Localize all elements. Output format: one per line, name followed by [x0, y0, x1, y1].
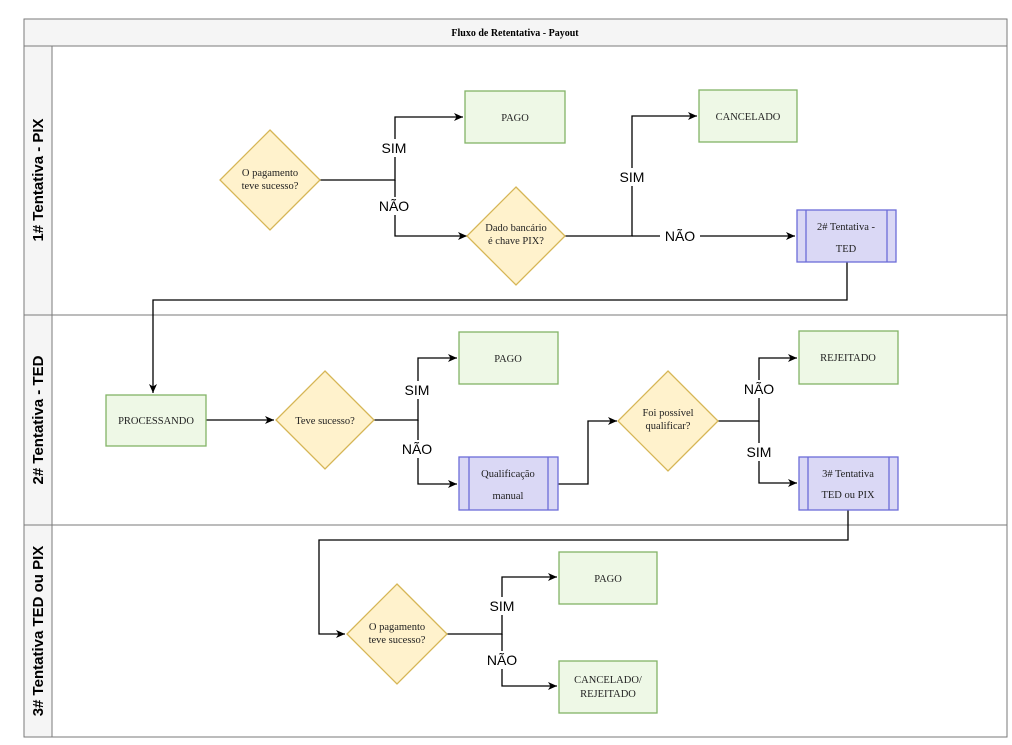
- edge-l1-to-processando: [149, 262, 848, 393]
- edge-label-l1-sim: SIM: [382, 140, 407, 156]
- lane-1-header: [23, 45, 53, 316]
- lane-3-title: 3# Tentativa TED ou PIX: [30, 546, 47, 717]
- l2-third-attempt-process[interactable]: 3# Tentativa TED ou PIX: [798, 456, 899, 511]
- svg-text:Teve sucesso?: Teve sucesso?: [295, 416, 355, 427]
- lane-3-area: [51, 524, 1008, 738]
- l1-ted-process[interactable]: 2# Tentativa - TED: [796, 209, 897, 263]
- l3-pago-box[interactable]: PAGO: [558, 551, 658, 605]
- lane-1-area: [51, 45, 1008, 316]
- lane-1-title: 1# Tentativa - PIX: [30, 118, 47, 241]
- l2-qualificacao-process[interactable]: Qualificação manual: [458, 456, 559, 511]
- svg-text:manual: manual: [493, 491, 524, 502]
- svg-text:REJEITADO: REJEITADO: [580, 689, 636, 700]
- edge-label-l3-nao: NÃO: [487, 652, 517, 668]
- l1-cancelado-box[interactable]: CANCELADO: [698, 89, 798, 143]
- pool-title-bar: [23, 18, 1008, 47]
- edge-label-l1-pix-nao: NÃO: [665, 228, 695, 244]
- svg-text:TED: TED: [836, 244, 857, 255]
- svg-text:Foi possível: Foi possível: [642, 408, 693, 419]
- svg-text:é chave PIX?: é chave PIX?: [488, 236, 544, 247]
- edge-label-l2-sim: SIM: [405, 382, 430, 398]
- l2-processando-box[interactable]: PROCESSANDO: [105, 394, 207, 447]
- edge-l2-q-sim: [758, 421, 797, 487]
- edge-label-l1-pix-sim: SIM: [620, 169, 645, 185]
- svg-text:REJEITADO: REJEITADO: [820, 353, 876, 364]
- svg-text:Dado bancário: Dado bancário: [485, 223, 547, 234]
- edge-l2-to-lane3: [318, 510, 849, 638]
- l2-decision-success[interactable]: Teve sucesso?: [275, 370, 375, 470]
- svg-text:CANCELADO/: CANCELADO/: [574, 675, 642, 686]
- edge-qualificacao-to-decision: [558, 417, 617, 485]
- svg-text:teve sucesso?: teve sucesso?: [369, 635, 426, 646]
- svg-text:O pagamento: O pagamento: [242, 168, 298, 179]
- edge-label-l2-nao: NÃO: [402, 441, 432, 457]
- svg-text:teve sucesso?: teve sucesso?: [242, 181, 299, 192]
- l1-decision-success[interactable]: O pagamento teve sucesso?: [219, 129, 321, 231]
- l1-pago-box[interactable]: PAGO: [464, 90, 566, 144]
- pool-title: Fluxo de Retentativa - Payout: [451, 28, 579, 39]
- lane-3-header: [23, 524, 53, 738]
- svg-text:2# Tentativa -: 2# Tentativa -: [817, 222, 875, 233]
- svg-text:PROCESSANDO: PROCESSANDO: [118, 416, 194, 427]
- l3-decision-success[interactable]: O pagamento teve sucesso?: [346, 583, 448, 685]
- l2-rejeitado-box[interactable]: REJEITADO: [798, 330, 899, 385]
- l1-decision-pix[interactable]: Dado bancário é chave PIX?: [466, 186, 566, 286]
- svg-text:qualificar?: qualificar?: [646, 421, 691, 432]
- edge-label-l2-q-nao: NÃO: [744, 381, 774, 397]
- svg-text:Qualificação: Qualificação: [481, 469, 535, 480]
- svg-text:PAGO: PAGO: [501, 113, 529, 124]
- edge-label-l1-nao: NÃO: [379, 198, 409, 214]
- l2-decision-qualificar[interactable]: Foi possível qualificar?: [617, 370, 719, 472]
- svg-text:O pagamento: O pagamento: [369, 622, 425, 633]
- l3-cancelado-rejeitado-box[interactable]: CANCELADO/ REJEITADO: [558, 660, 658, 714]
- l2-pago-box[interactable]: PAGO: [458, 331, 559, 385]
- svg-text:PAGO: PAGO: [594, 574, 622, 585]
- svg-text:TED ou PIX: TED ou PIX: [821, 490, 874, 501]
- svg-text:3# Tentativa: 3# Tentativa: [822, 469, 874, 480]
- edge-label-l3-sim: SIM: [490, 598, 515, 614]
- edge-label-l2-q-sim: SIM: [747, 444, 772, 460]
- svg-text:PAGO: PAGO: [494, 354, 522, 365]
- lane-2-header: [23, 314, 53, 526]
- svg-text:CANCELADO: CANCELADO: [716, 112, 781, 123]
- lane-2-title: 2# Tentativa - TED: [30, 355, 47, 484]
